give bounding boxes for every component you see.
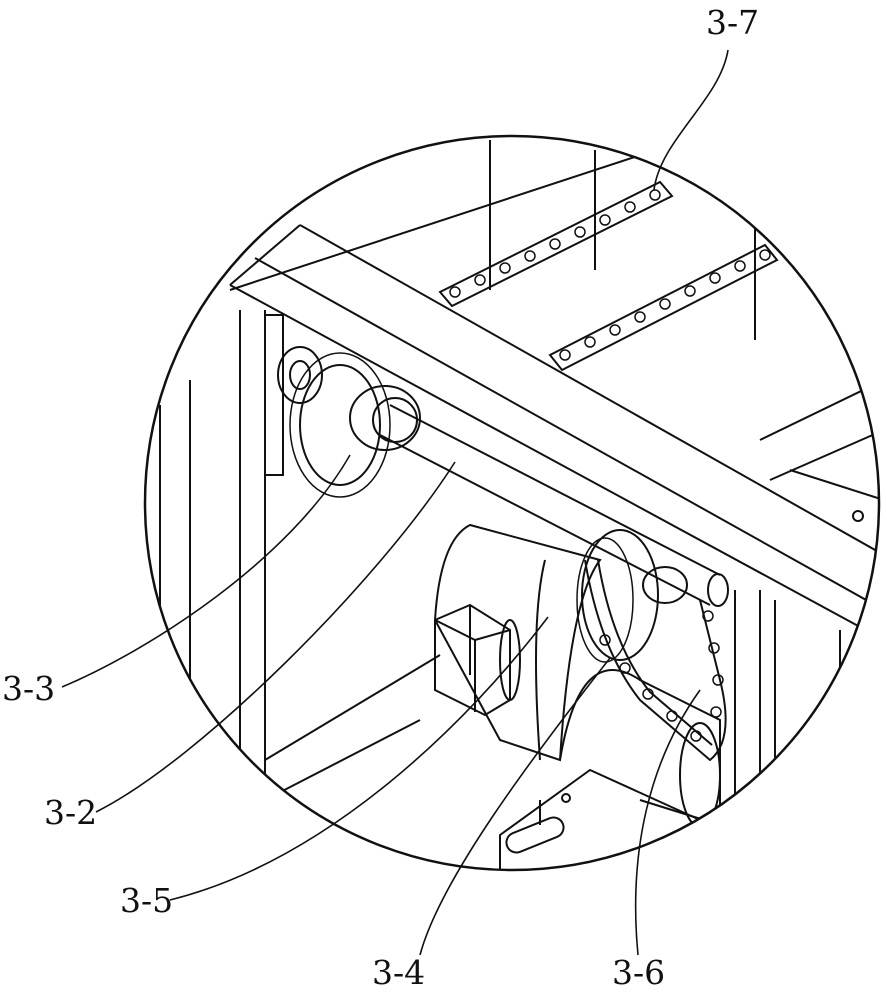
upper-chain-1 [440, 182, 672, 306]
main-shaft [380, 405, 728, 606]
upper-chain-2 [550, 245, 777, 370]
label-3-7: 3-7 [706, 6, 759, 39]
leader-3-3 [62, 455, 350, 687]
motor [435, 525, 600, 760]
leader-3-2 [96, 462, 455, 812]
gearbox [435, 605, 510, 715]
label-3-2: 3-2 [44, 796, 97, 829]
label-3-3: 3-3 [2, 672, 55, 705]
label-3-4: 3-4 [372, 956, 425, 989]
left-bearing [278, 347, 322, 403]
leader-lines [62, 50, 728, 955]
label-3-6: 3-6 [612, 956, 665, 989]
leader-3-5 [170, 617, 548, 900]
drive-chain [585, 560, 726, 760]
mechanism-detail [160, 75, 884, 920]
label-3-5: 3-5 [120, 884, 173, 917]
cross-beam [230, 225, 884, 640]
leader-3-4 [420, 658, 610, 955]
